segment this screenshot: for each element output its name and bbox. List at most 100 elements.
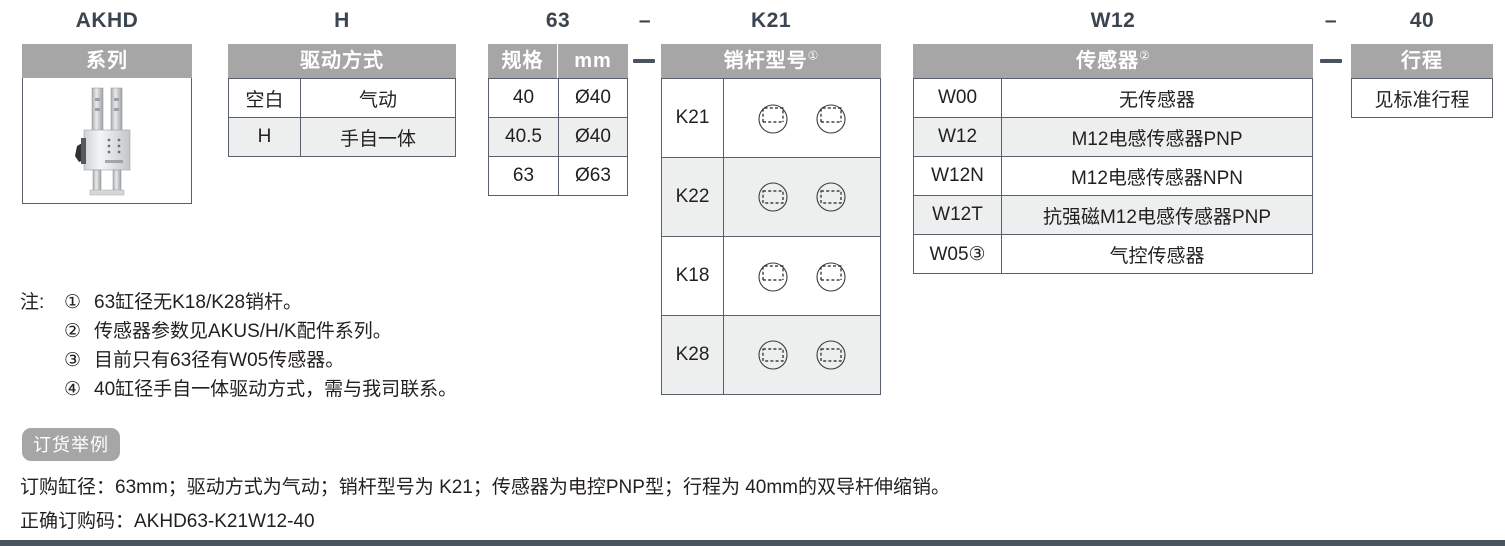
table-row: W12N M12电感传感器NPN [913,156,1313,196]
spec-block: 规格 mm 40 Ø40 40.5 Ø40 63 Ø63 [488,44,628,196]
notes-label: 注: [20,292,45,313]
table-row: K18 [661,236,881,316]
note-item: ② 传感器参数见AKUS/H/K配件系列。 [20,317,457,346]
pin-diagram-0 [723,78,881,158]
sensor-header-text: 传感器 [1076,50,1140,72]
pin-diagram-3 [723,315,881,395]
pin-code-1: K22 [661,157,724,237]
note-number-2: ③ [64,350,82,371]
spec-header-divider [557,44,558,78]
table-row: W12 M12电感传感器PNP [913,117,1313,157]
separator-dash-1 [633,59,655,63]
series-header: 系列 [22,44,192,78]
pin-rod-tall-open-icon [758,262,788,292]
drive-table: 空白 气动 H 手自一体 [228,78,456,157]
stroke-value: 见标准行程 [1351,78,1493,118]
code-spec: 63 [545,9,571,32]
table-row: 40 Ø40 [488,78,628,118]
table-row: 空白 气动 [228,78,456,118]
sensor-table: W00 无传感器 W12 M12电感传感器PNP W12N M12电感传感器NP… [913,78,1313,274]
sensor-desc-4: 气控传感器 [1001,234,1313,274]
drive-header: 驱动方式 [228,44,456,78]
sensor-desc-2: M12电感传感器NPN [1001,156,1313,196]
table-row: K21 [661,78,881,158]
table-row: 40.5 Ø40 [488,117,628,157]
spec-code-2: 63 [488,156,559,196]
pin-code-3: K28 [661,315,724,395]
note-item: ③ 目前只有63径有W05传感器。 [20,346,457,375]
pin-rod-tall-open-icon [816,262,846,292]
stroke-block: 行程 见标准行程 [1351,44,1493,118]
sensor-code-3: W12T [913,195,1002,235]
drive-block: 驱动方式 空白 气动 H 手自一体 [228,44,456,157]
footer-rule [0,540,1505,546]
pin-header-text: 销杆型号 [723,50,808,72]
pin-table: K21 [661,78,881,395]
series-photo-box [22,78,192,204]
sensor-code-sup-4: ③ [968,243,986,265]
pin-header: 销杆型号① [661,44,881,78]
note-text-1: 传感器参数见AKUS/H/K配件系列。 [94,321,392,342]
spec-header-right: mm [574,50,612,72]
note-number-1: ② [64,321,82,342]
table-row: W00 无传感器 [913,78,1313,118]
sensor-header: 传感器② [913,44,1313,78]
sensor-code-text-2: W12N [931,165,984,186]
pin-rod-short-closed-icon [758,182,788,212]
series-block: 系列 [22,44,192,204]
pin-block: 销杆型号① K21 [661,44,881,395]
table-row: K28 [661,315,881,395]
note-number-0: ① [64,292,82,313]
sensor-code-1: W12 [913,117,1002,157]
ordering-example-badge: 订货举例 [22,428,120,461]
table-row: 63 Ø63 [488,156,628,196]
spec-code-0: 40 [488,78,559,118]
sensor-header-superscript: ② [1139,48,1150,63]
pin-diagram-1 [723,157,881,237]
drive-desc-1: 手自一体 [300,117,456,157]
sensor-code-text-3: W12T [932,204,983,225]
pin-rod-short-closed-icon [816,340,846,370]
code-dash-2: – [1324,9,1338,32]
separator-dash-2 [1320,59,1342,63]
spec-header: 规格 mm [488,44,628,78]
note-text-2: 目前只有63径有W05传感器。 [94,350,345,371]
code-sensor: W12 [1090,9,1136,32]
sensor-code-0: W00 [913,78,1002,118]
telescoping-pin-cylinder-icon [75,87,131,196]
table-row: W05③ 气控传感器 [913,234,1313,274]
drive-desc-0: 气动 [300,78,456,118]
sensor-code-text-0: W00 [937,87,978,108]
code-dash-1: – [638,9,652,32]
pin-rod-tall-open-icon [758,104,788,134]
spec-table: 40 Ø40 40.5 Ø40 63 Ø63 [488,78,628,196]
pin-rod-short-closed-icon [816,182,846,212]
sensor-code-2: W12N [913,156,1002,196]
spec-dia-1: Ø40 [558,117,628,157]
spec-dia-2: Ø63 [558,156,628,196]
table-row: H 手自一体 [228,117,456,157]
sensor-desc-1: M12电感传感器PNP [1001,117,1313,157]
sensor-desc-0: 无传感器 [1001,78,1313,118]
note-spacer-3 [20,375,64,404]
note-number-3: ④ [64,379,82,400]
table-row: W12T 抗强磁M12电感传感器PNP [913,195,1313,235]
code-series: AKHD [75,9,139,32]
notes-section: 注: ① 63缸径无K18/K28销杆。 ② 传感器参数见AKUS/H/K配件系… [20,288,457,404]
note-item: 注: ① 63缸径无K18/K28销杆。 [20,288,457,317]
spec-code-1: 40.5 [488,117,559,157]
ordering-example-line-2: 正确订购码：AKHD63-K21W12-40 [20,511,315,532]
pin-rod-tall-open-icon [816,104,846,134]
pin-header-superscript: ① [807,48,819,63]
note-spacer-1 [20,317,64,346]
sensor-code-4: W05③ [913,234,1002,274]
pin-code-2: K18 [661,236,724,316]
pin-code-0: K21 [661,78,724,158]
sensor-code-text-1: W12 [937,126,978,147]
code-drive: H [334,9,350,32]
sensor-code-text-4: W05 [929,243,969,265]
order-code-row: AKHD H 63 – K21 W12 – 40 [0,6,1505,40]
sensor-block: 传感器② W00 无传感器 W12 M12电感传感器PNP W12N M12电感… [913,44,1313,274]
note-item: ④ 40缸径手自一体驱动方式，需与我司联系。 [20,375,457,404]
ordering-example-line-1: 订购缸径：63mm；驱动方式为气动；销杆型号为 K21；传感器为电控PNP型；行… [20,477,951,498]
